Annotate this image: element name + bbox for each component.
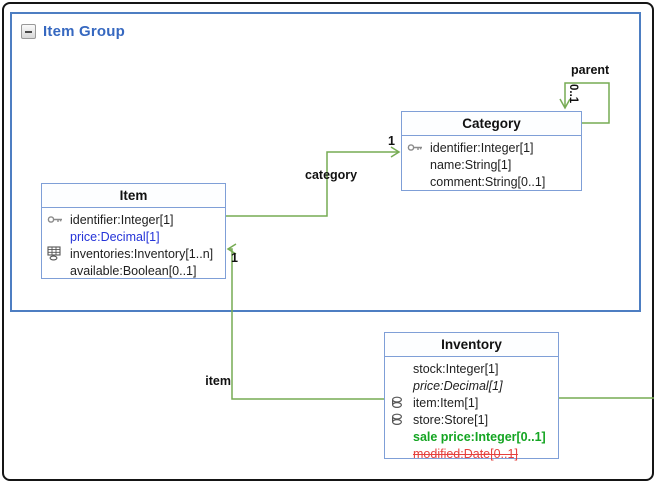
attribute-row[interactable]: available:Boolean[0..1] [42,262,225,279]
coil-icon [390,396,408,410]
edge-label-category: category [305,168,358,182]
attribute-row[interactable]: modified:Date[0..1] [385,445,558,462]
coil-icon [390,413,408,427]
attribute-text: store:Store[1] [413,412,489,427]
attribute-text: inventories:Inventory[1..n] [70,246,214,261]
class-inventory[interactable]: Inventory stock:Integer[1] price:Decimal… [384,332,559,462]
attribute-text: identifier:Integer[1] [70,212,174,227]
attribute-text: item:Item[1] [413,395,479,410]
edge-multiplicity-category: 1 [388,134,395,148]
class-category-title: Category [402,112,581,136]
attribute-row[interactable]: name:String[1] [402,156,581,173]
container-item-group[interactable]: Item Group [10,12,641,312]
edge-item-arrow-icon [226,243,237,255]
attribute-row[interactable]: identifier:Integer[1] [402,139,581,156]
attribute-row[interactable]: store:Store[1] [385,411,558,428]
attribute-row[interactable]: stock:Integer[1] [385,360,558,377]
edge-category-arrow-icon [390,146,401,158]
attribute-row[interactable]: inventories:Inventory[1..n] [42,245,225,262]
edge-multiplicity-item: 1 [231,251,238,265]
key-icon [47,213,65,227]
class-category[interactable]: Category identifier:Integer[1] name:Stri… [401,111,582,191]
edge-multiplicity-parent: 0..1 [567,84,579,104]
attribute-row[interactable]: comment:String[0..1] [402,173,581,190]
edge-item[interactable] [229,248,384,400]
edge-label-parent: parent [571,63,610,77]
collapse-icon[interactable] [21,24,36,39]
attribute-text: price:Decimal[1] [413,378,503,393]
table-link-icon [47,246,65,261]
class-item[interactable]: Item identifier:Integer[1] price:Decimal… [41,183,226,279]
edge-label-item: item [205,374,231,388]
item-group-title: Item Group [43,23,126,40]
key-icon [407,141,425,155]
class-item-title: Item [42,184,225,208]
attribute-text: available:Boolean[0..1] [70,263,197,278]
attribute-row[interactable]: sale price:Integer[0..1] [385,428,558,445]
attribute-row[interactable]: identifier:Integer[1] [42,211,225,228]
class-inventory-attributes: stock:Integer[1] price:Decimal[1] item:I… [385,357,558,462]
attribute-text: identifier:Integer[1] [430,140,534,155]
attribute-text: name:String[1] [430,157,512,172]
edge-category[interactable] [226,151,398,217]
attribute-text: comment:String[0..1] [430,174,546,189]
edge-parent[interactable] [564,82,610,124]
edge-parent-arrow-icon [559,98,571,110]
attribute-row[interactable]: item:Item[1] [385,394,558,411]
attribute-row[interactable]: price:Decimal[1] [385,377,558,394]
item-group-header: Item Group [21,23,125,40]
attribute-row[interactable]: price:Decimal[1] [42,228,225,245]
class-inventory-title: Inventory [385,333,558,357]
attribute-text: price:Decimal[1] [70,229,160,244]
class-item-attributes: identifier:Integer[1] price:Decimal[1] i… [42,208,225,279]
attribute-text: modified:Date[0..1] [413,446,518,461]
class-category-attributes: identifier:Integer[1] name:String[1] com… [402,136,581,190]
attribute-text: sale price:Integer[0..1] [413,429,546,444]
attribute-text: stock:Integer[1] [413,361,499,376]
